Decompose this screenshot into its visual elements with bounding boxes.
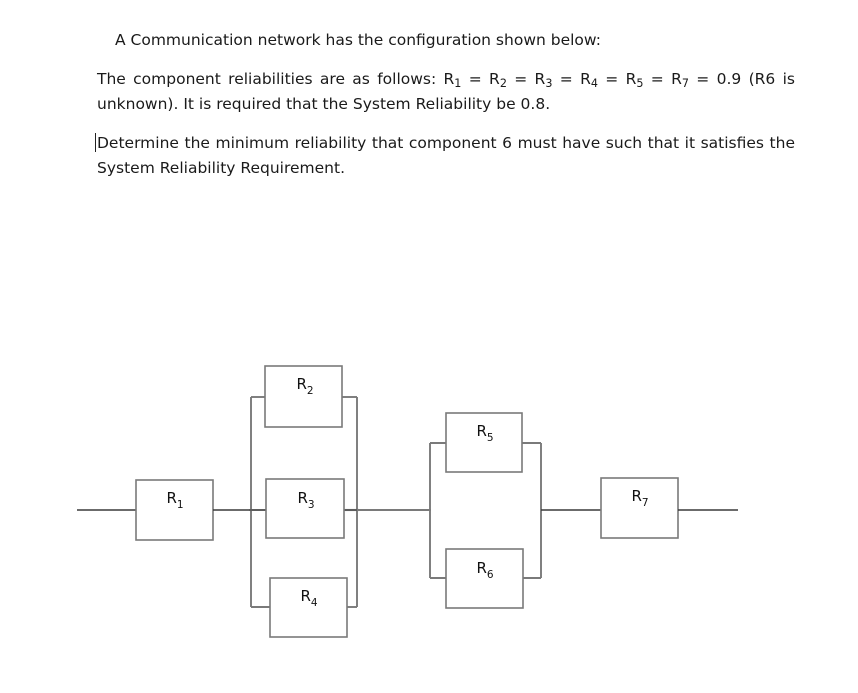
- block-label-r7: R7: [631, 487, 648, 509]
- block-r4: [269, 577, 348, 638]
- q2-part-a: The component reliabilities are as follo…: [97, 70, 455, 89]
- block-label-r2: R2: [296, 375, 313, 397]
- q2-sub-7: 7: [681, 77, 689, 91]
- question-line-1: A Communication network has the configur…: [115, 31, 601, 49]
- question-line-2: The component reliabilities are as follo…: [97, 67, 795, 117]
- block-r1: [135, 479, 214, 541]
- q2-part-g: = 0.9 (R6 is unknown). It is required th…: [97, 70, 795, 114]
- q2-part-e: = R: [597, 70, 637, 89]
- block-label-r3: R3: [297, 489, 314, 511]
- block-label-r4: R4: [300, 587, 317, 609]
- q2-part-d: = R: [552, 70, 591, 89]
- q2-sub-3: 3: [545, 77, 553, 91]
- block-r3: [265, 478, 345, 539]
- q2-sub-2: 2: [499, 77, 507, 91]
- block-label-r5: R5: [476, 422, 493, 444]
- block-r2: [264, 365, 343, 428]
- block-r7: [600, 477, 679, 539]
- block-r6: [445, 548, 524, 609]
- block-label-r6: R6: [476, 559, 493, 581]
- question-text-block: A Communication network has the configur…: [95, 28, 795, 196]
- q2-part-c: = R: [506, 70, 546, 89]
- q2-part-b: = R: [461, 70, 500, 89]
- q2-sub-5: 5: [636, 77, 644, 91]
- block-r5: [445, 412, 523, 473]
- question-line-3: Determine the minimum reliability that c…: [95, 131, 795, 181]
- q2-part-f: = R: [643, 70, 682, 89]
- q2-sub-1: 1: [454, 77, 462, 91]
- q2-sub-4: 4: [590, 77, 598, 91]
- block-label-r1: R1: [166, 489, 183, 511]
